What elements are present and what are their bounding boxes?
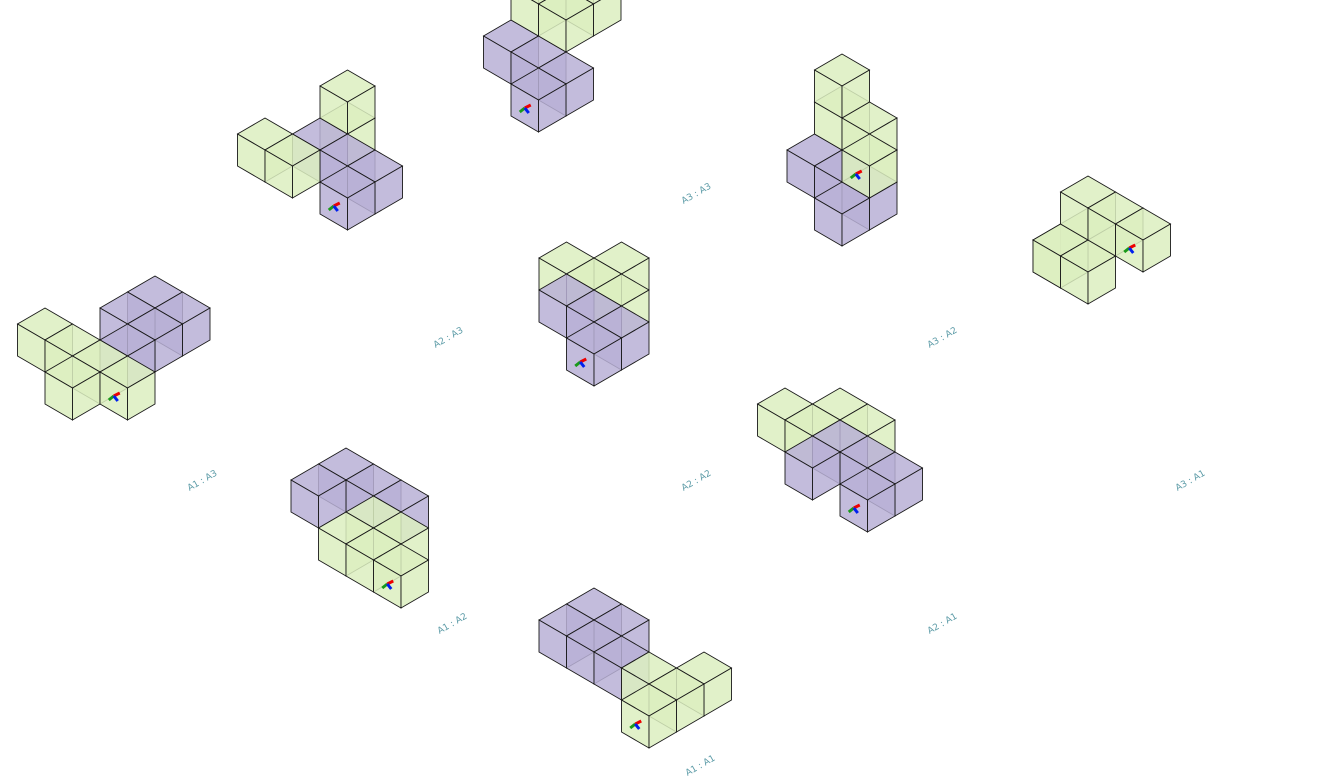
frame-axis-icon xyxy=(1128,247,1135,254)
base-cube-right xyxy=(812,451,841,501)
frame-axis-icon xyxy=(381,582,389,590)
addon-cube-right xyxy=(1087,255,1116,305)
frame-axis-icon xyxy=(634,723,641,730)
base-cube-right xyxy=(538,83,567,133)
addon-cube-right xyxy=(869,149,898,199)
frame-axis-icon xyxy=(854,173,861,180)
addon-cube-right xyxy=(593,0,622,37)
frame-axis-icon xyxy=(112,395,119,402)
addon-cube-right xyxy=(400,559,429,609)
addon-cube-right xyxy=(292,149,321,199)
addon-cube-right xyxy=(127,371,156,421)
addon-cube-right xyxy=(565,3,594,53)
frame-axis-icon xyxy=(579,361,586,368)
frame-axis-icon xyxy=(523,107,530,114)
frame-axis-icon xyxy=(332,205,339,212)
addon-cube-right xyxy=(347,85,376,135)
addon-cube-right xyxy=(648,699,677,749)
frame-axis-icon xyxy=(852,507,859,514)
base-cube-right xyxy=(593,337,622,387)
frame-axis-icon xyxy=(1123,246,1131,254)
frame-axis-icon xyxy=(386,583,393,590)
frame-axis-icon xyxy=(107,394,115,402)
base-cube-right xyxy=(347,181,376,231)
base-cube-right xyxy=(841,197,870,247)
addon-cube-right xyxy=(841,69,870,119)
frame-axis-icon xyxy=(327,204,335,212)
addon-cube-right xyxy=(1142,223,1171,273)
base-cube-right xyxy=(867,483,896,533)
